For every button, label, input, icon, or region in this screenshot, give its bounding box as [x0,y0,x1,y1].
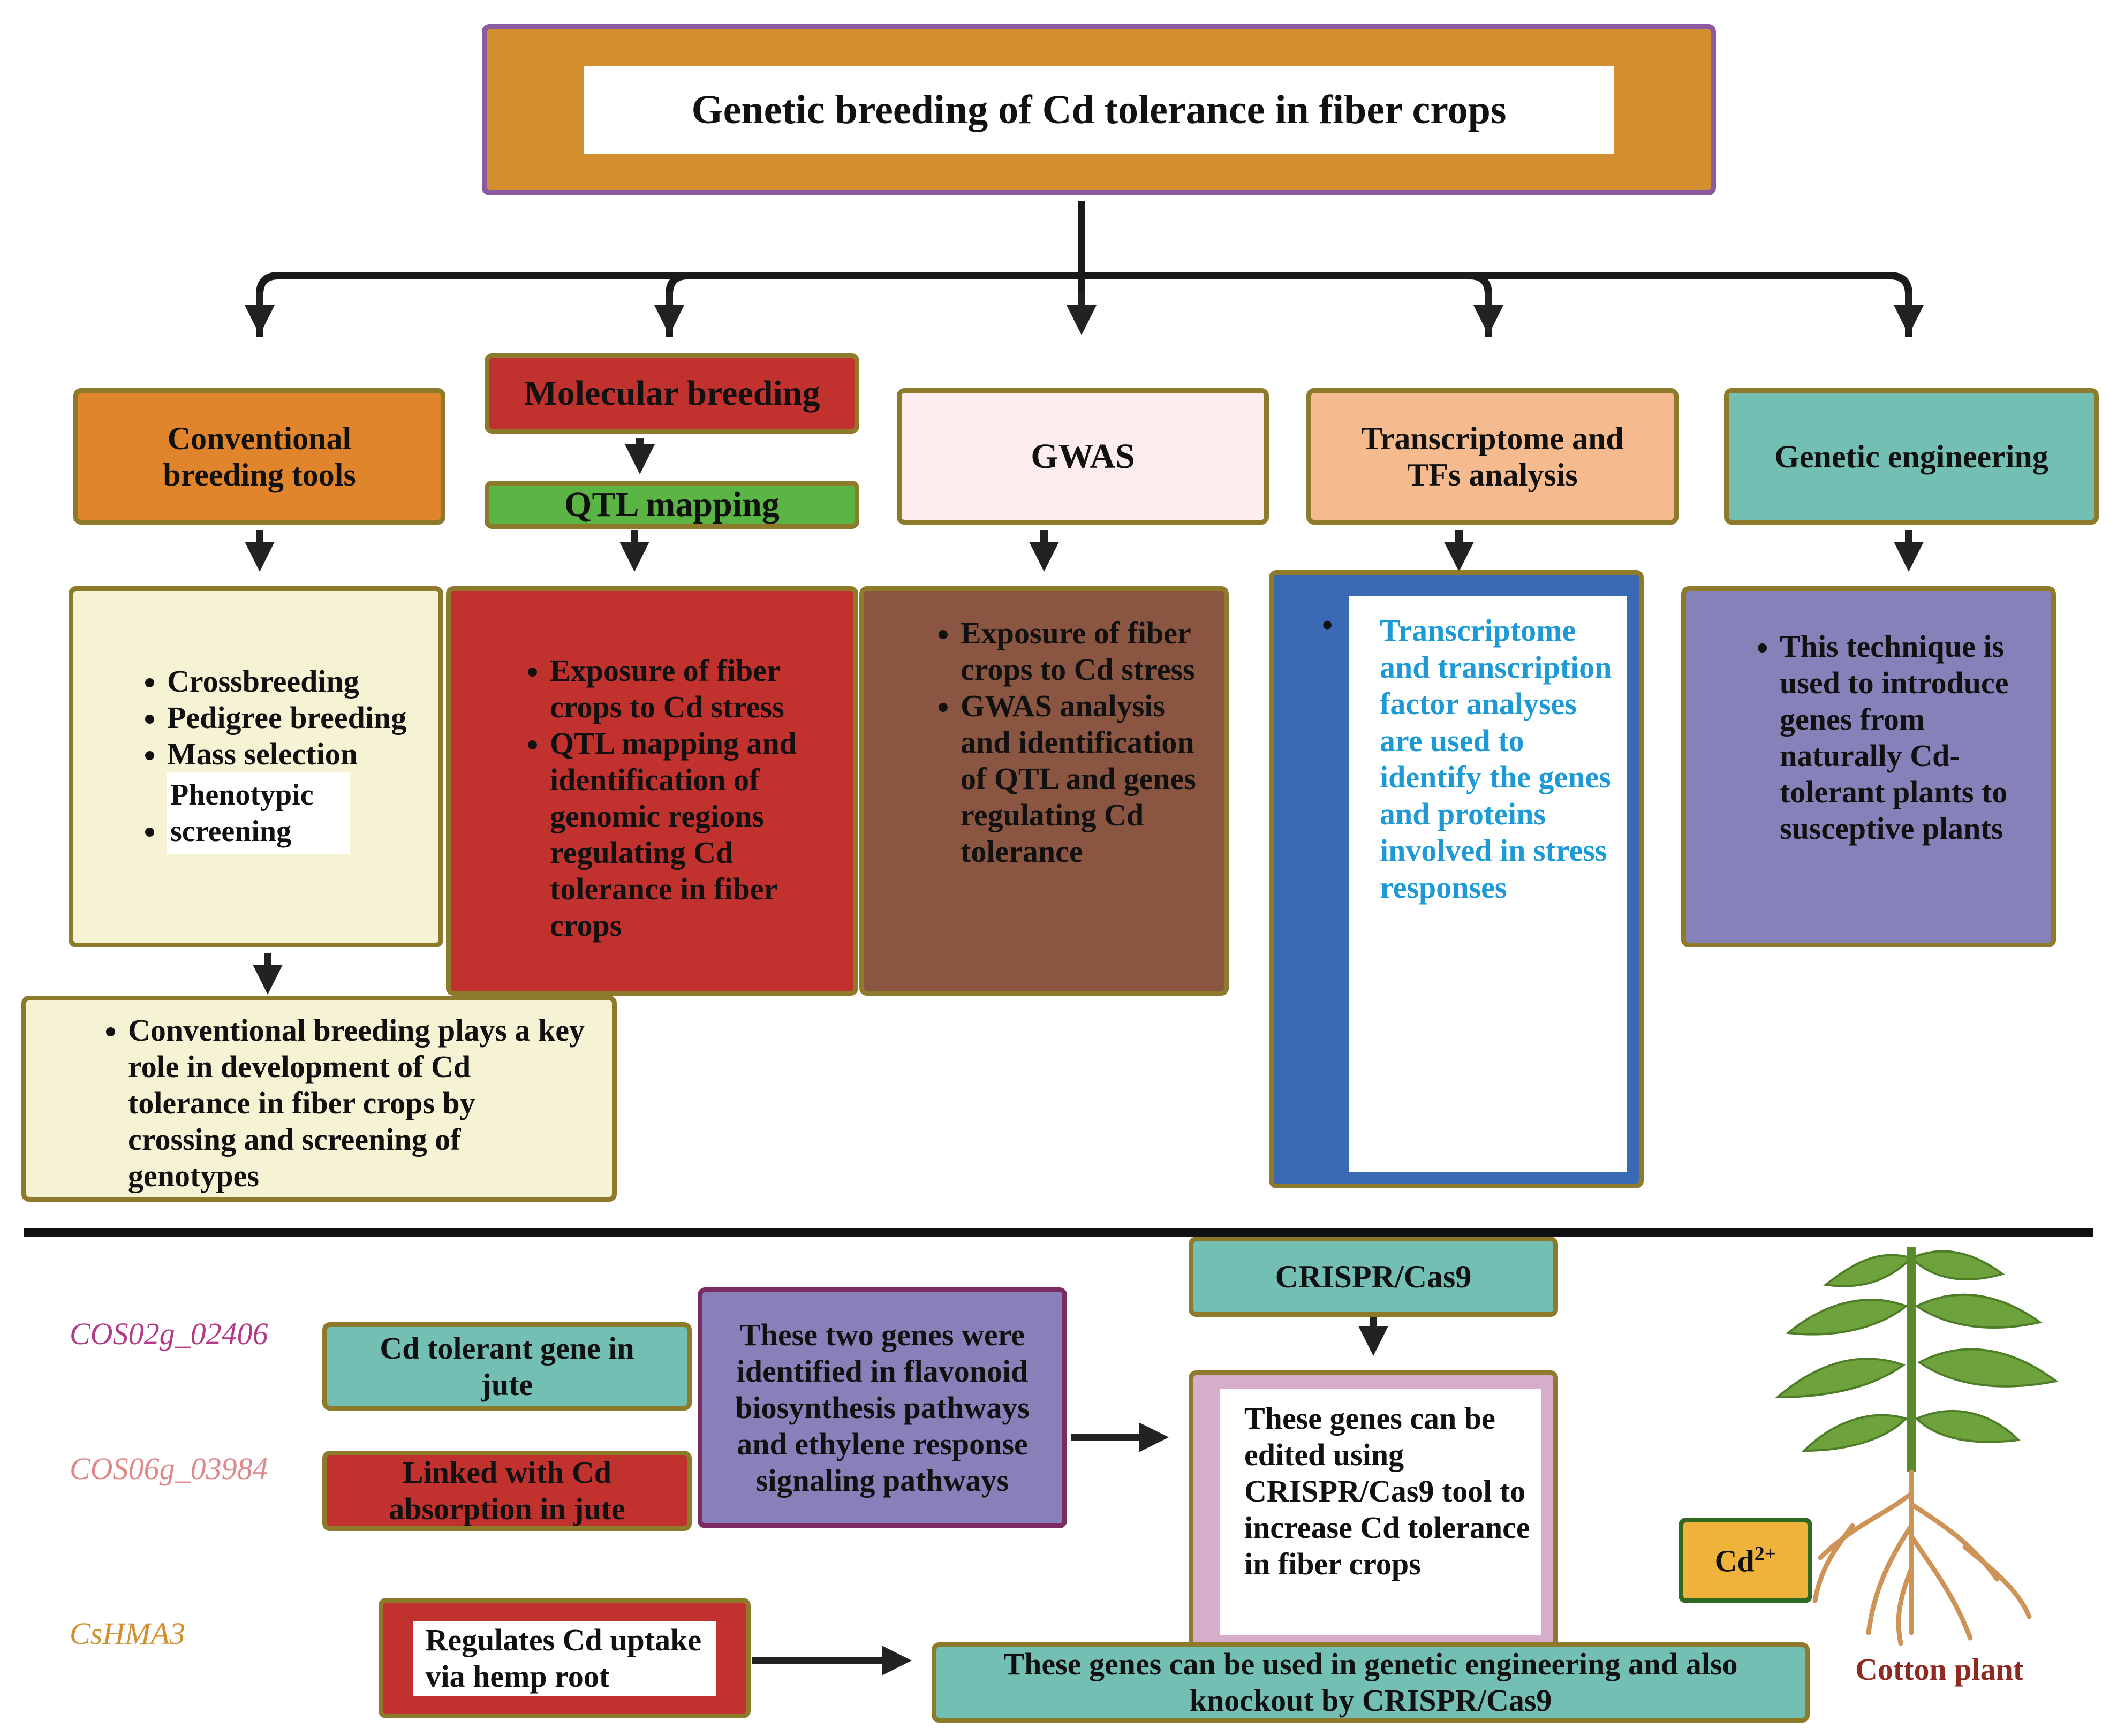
conventional-header: Conventional breeding tools [73,388,445,525]
gene-desc-box: Regulates Cd uptake via hemp root [379,1598,751,1718]
gwas-body: Exposure of fiber crops to Cd stress GWA… [859,586,1229,996]
transcriptome-panel: • Transcriptome and transcription factor… [1322,596,1627,1172]
conventional-item: Phenotypic screening [167,772,438,854]
gene-desc-box: Linked with Cd absorption in jute [322,1451,692,1531]
title-inner: Genetic breeding of Cd tolerance in fibe… [584,65,1614,154]
cotton-plant-illustration [1774,1247,2059,1646]
crispr-header: CRISPR/Cas9 [1189,1237,1558,1317]
molecular-header: Molecular breeding [485,353,859,434]
conventional-label: Conventional breeding tools [163,420,356,492]
conventional-note-text: Conventional breeding plays a key role i… [128,1012,585,1194]
conventional-note: Conventional breeding plays a key role i… [21,996,617,1202]
qtl-label: QTL mapping [564,485,780,524]
ge-knockout-text: These genes can be used in genetic engin… [1003,1647,1738,1718]
gene-name: COS02g_02406 [70,1316,268,1351]
transcriptome-text: Transcriptome and transcription factor a… [1380,613,1612,905]
ge-text: This technique is used to introduce gene… [1780,628,2030,847]
genetic-engineering-header: Genetic engineering [1724,388,2099,525]
plant-label: Cotton plant [1855,1652,2024,1687]
molecular-body: Exposure of fiber crops to Cd stress QTL… [446,586,858,996]
gwas-header: GWAS [897,388,1269,525]
transcriptome-label: Transcriptome and TFs analysis [1361,420,1624,492]
flavonoid-text: These two genes were identified in flavo… [735,1317,1030,1498]
gene-name: COS06g_03984 [70,1451,268,1486]
conventional-body: Crossbreeding Pedigree breeding Mass sel… [69,586,443,947]
genetic-engineering-body: This technique is used to introduce gene… [1681,586,2056,947]
crispr-text: These genes can be edited using CRISPR/C… [1244,1401,1530,1581]
crispr-panel: These genes can be edited using CRISPR/C… [1220,1389,1541,1635]
page-title: Genetic breeding of Cd tolerance in fibe… [691,87,1507,132]
cd-ion-label: Cd2+ [1715,1542,1776,1579]
gene-desc-box: Cd tolerant gene in jute [322,1322,692,1411]
crispr-label: CRISPR/Cas9 [1275,1259,1472,1294]
flavonoid-box: These two genes were identified in flavo… [698,1287,1067,1528]
phenotypic-highlight: Phenotypic screening [167,772,350,854]
gwas-item: Exposure of fiber crops to Cd stress [961,615,1197,688]
gene-name: CsHMA3 [70,1616,185,1651]
gene-desc-inner: Regulates Cd uptake via hemp root [413,1620,716,1696]
gene-desc: Linked with Cd absorption in jute [389,1455,625,1526]
ge-knockout-box: These genes can be used in genetic engin… [932,1642,1810,1723]
molecular-label: Molecular breeding [524,374,820,413]
conventional-item: Pedigree breeding [167,700,438,736]
cd-ion-charge: 2+ [1754,1542,1776,1565]
gwas-label: GWAS [1031,436,1135,476]
qtl-header: QTL mapping [485,481,859,529]
gwas-item: GWAS analysis and identification of QTL … [961,688,1197,870]
bullet-dot: • [1322,608,1333,642]
transcriptome-header: Transcriptome and TFs analysis [1306,388,1679,525]
molecular-item: Exposure of fiber crops to Cd stress [550,653,840,725]
genetic-engineering-label: Genetic engineering [1774,438,2048,474]
crispr-body: These genes can be edited using CRISPR/C… [1189,1370,1558,1654]
transcriptome-body: • Transcriptome and transcription factor… [1269,570,1644,1188]
cd-ion-base: Cd [1714,1543,1755,1579]
gene-desc: Cd tolerant gene in jute [380,1330,634,1402]
conventional-item: Mass selection [167,736,438,772]
title-box: Genetic breeding of Cd tolerance in fibe… [482,24,1716,195]
conventional-item: Crossbreeding [167,663,438,700]
gene-desc: Regulates Cd uptake via hemp root [425,1622,702,1694]
molecular-item: QTL mapping and identification of genomi… [550,725,840,944]
cd-ion-box: Cd2+ [1679,1518,1812,1603]
